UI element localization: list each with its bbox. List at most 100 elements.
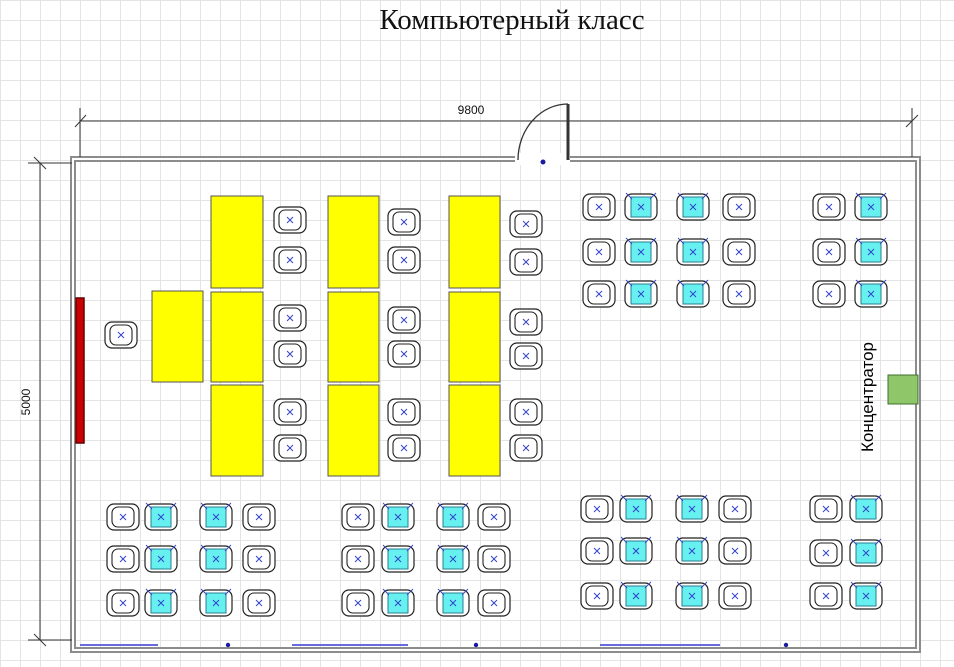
chair-icon	[387, 434, 421, 462]
chair-icon	[106, 503, 140, 531]
chair-icon	[509, 248, 543, 276]
chair-icon	[722, 280, 756, 308]
computer-workstation-icon	[436, 502, 470, 531]
computer-workstation-icon	[436, 588, 470, 617]
outlet-icon	[783, 642, 789, 648]
chair-icon	[273, 246, 307, 274]
chair-icon	[580, 582, 614, 610]
computer-workstation-icon	[381, 588, 415, 617]
desk	[210, 291, 264, 383]
desk	[448, 384, 501, 477]
chair-icon	[104, 321, 138, 349]
desk	[210, 195, 264, 289]
height-dimension: 5000	[19, 156, 72, 647]
computer-workstation-icon	[436, 544, 470, 573]
computer-workstation-icon	[676, 279, 710, 308]
page-title: Компьютерный класс	[379, 4, 645, 36]
computer-workstation-icon	[676, 192, 710, 221]
chair-icon	[341, 545, 375, 573]
chair-icon	[582, 280, 616, 308]
chair-icon	[809, 495, 843, 523]
computer-workstation-icon	[849, 581, 883, 610]
chair-icon	[477, 503, 511, 531]
computer-workstation-icon	[199, 544, 233, 573]
computer-workstation-icon	[854, 279, 888, 308]
desk	[327, 195, 380, 289]
hub-icon	[887, 374, 919, 405]
desk	[327, 384, 380, 477]
computer-workstation-icon	[849, 494, 883, 523]
chair-icon	[341, 589, 375, 617]
chair-icon	[387, 340, 421, 368]
chair-icon	[509, 308, 543, 336]
computer-workstation-icon	[676, 237, 710, 266]
chair-icon	[387, 306, 421, 334]
chair-icon	[809, 539, 843, 567]
chair-icon	[580, 537, 614, 565]
chair-icon	[582, 193, 616, 221]
computer-workstation-icon	[849, 538, 883, 567]
chair-icon	[722, 193, 756, 221]
chair-icon	[509, 210, 543, 238]
whiteboard-icon	[75, 297, 85, 444]
chair-icon	[509, 398, 543, 426]
computer-workstation-icon	[619, 536, 653, 565]
chair-icon	[387, 246, 421, 274]
computer-workstation-icon	[619, 494, 653, 523]
computer-workstation-icon	[199, 502, 233, 531]
chair-icon	[273, 340, 307, 368]
chair-icon	[106, 589, 140, 617]
desk	[448, 291, 501, 383]
desk	[151, 290, 204, 383]
hub-label: Концентратор	[858, 342, 877, 452]
computer-workstation-icon	[619, 581, 653, 610]
chair-icon	[387, 208, 421, 236]
chair-icon	[722, 238, 756, 266]
chair-icon	[242, 503, 276, 531]
computer-workstation-icon	[675, 536, 709, 565]
wall-outlets	[80, 642, 789, 648]
chair-icon	[718, 495, 752, 523]
chair-icon	[477, 589, 511, 617]
desk	[448, 195, 501, 289]
chair-icon	[242, 589, 276, 617]
computer-workstation-icon	[381, 544, 415, 573]
desk	[210, 384, 264, 477]
chair-icon	[341, 503, 375, 531]
chair-icon	[509, 342, 543, 370]
seat-group	[104, 192, 888, 617]
chair-icon	[273, 398, 307, 426]
computer-workstation-icon	[624, 192, 658, 221]
chair-icon	[718, 537, 752, 565]
width-dimension-label: 9800	[458, 103, 485, 117]
computer-workstation-icon	[144, 544, 178, 573]
computer-workstation-icon	[624, 237, 658, 266]
chair-icon	[809, 582, 843, 610]
chair-icon	[718, 582, 752, 610]
computer-workstation-icon	[624, 279, 658, 308]
chair-icon	[273, 304, 307, 332]
chair-icon	[580, 495, 614, 523]
chair-icon	[812, 280, 846, 308]
chair-icon	[387, 398, 421, 426]
computer-workstation-icon	[144, 588, 178, 617]
computer-workstation-icon	[854, 237, 888, 266]
computer-workstation-icon	[854, 192, 888, 221]
chair-icon	[242, 545, 276, 573]
computer-workstation-icon	[675, 581, 709, 610]
chair-icon	[273, 206, 307, 234]
computer-workstation-icon	[199, 588, 233, 617]
computer-workstation-icon	[675, 494, 709, 523]
chair-icon	[582, 238, 616, 266]
chair-icon	[509, 434, 543, 462]
desk	[327, 291, 380, 383]
chair-icon	[106, 545, 140, 573]
chair-icon	[477, 545, 511, 573]
computer-workstation-icon	[381, 502, 415, 531]
computer-workstation-icon	[144, 502, 178, 531]
chair-icon	[812, 238, 846, 266]
desk-group	[151, 195, 501, 477]
height-dimension-label: 5000	[19, 388, 33, 415]
width-dimension: 9800	[74, 103, 919, 157]
